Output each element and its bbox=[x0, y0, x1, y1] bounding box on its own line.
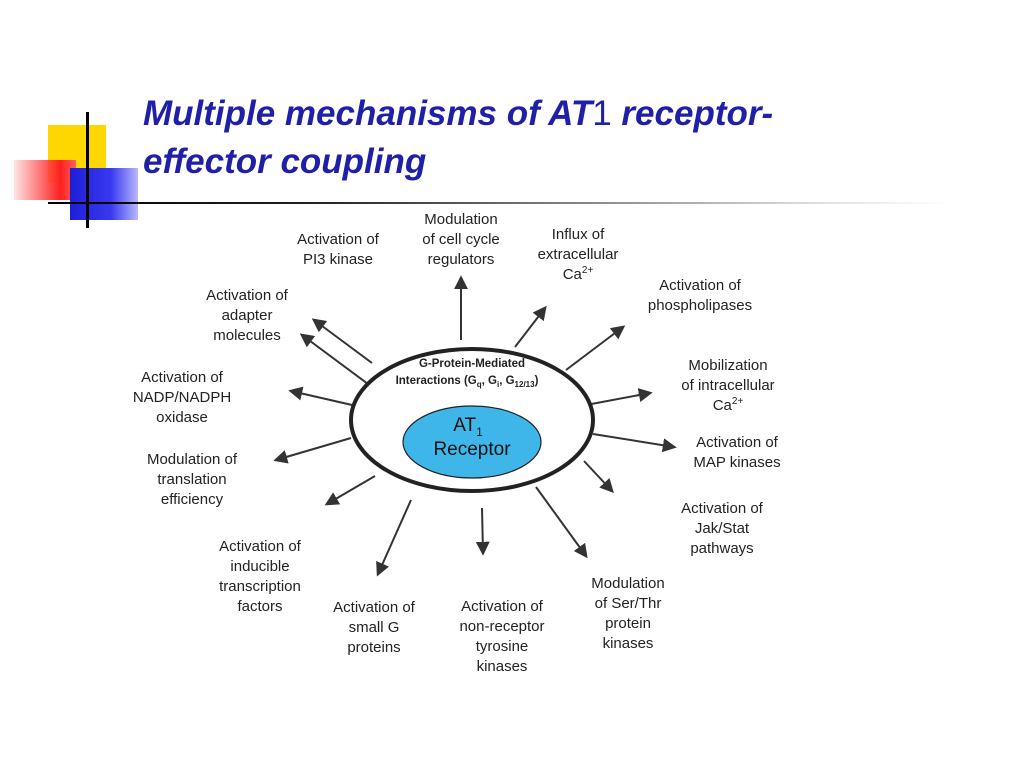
label-adapter: Activation of adapter molecules bbox=[206, 287, 288, 344]
arrow-translation bbox=[273, 437, 352, 464]
label-pi3-kinase: Activation of PI3 kinase bbox=[297, 231, 379, 268]
at1-label: AT1 bbox=[453, 415, 483, 439]
slide-title: Multiple mechanisms of AT1 receptor- eff… bbox=[143, 90, 1003, 186]
receptor-label: Receptor bbox=[433, 439, 511, 460]
label-small-g: Activation of small G proteins bbox=[333, 599, 415, 656]
label-nadph: Activation of NADP/NADPH oxidase bbox=[132, 369, 232, 426]
label-non-receptor: Activation of non-receptor tyrosine kina… bbox=[459, 598, 545, 675]
g-protein-label-line1: G-Protein-Mediated bbox=[419, 358, 525, 370]
arrow-influx-ca bbox=[514, 305, 547, 348]
arrow-non-receptor bbox=[475, 507, 490, 556]
arrow-small-g bbox=[376, 499, 412, 577]
title-line-1: Multiple mechanisms of AT1 receptor- bbox=[143, 94, 774, 133]
title-underline bbox=[48, 202, 948, 204]
arrow-pi3-kinase bbox=[311, 318, 373, 364]
arrow-group bbox=[273, 275, 677, 577]
label-mobilization-ca: Mobilization of intracellular Ca2+ bbox=[681, 357, 775, 414]
arrow-nadph bbox=[288, 386, 353, 406]
arrow-ser-thr bbox=[535, 486, 588, 559]
label-translation: Modulation of translation efficiency bbox=[146, 451, 238, 508]
decor-red-bar bbox=[14, 160, 76, 200]
arrow-jak-stat bbox=[583, 460, 614, 494]
arrow-adapter bbox=[299, 333, 369, 385]
decor-vertical-line bbox=[86, 112, 89, 228]
label-cell-cycle: Modulation of cell cycle regulators bbox=[422, 211, 500, 268]
decor-blue-square bbox=[70, 168, 138, 220]
label-transcription: Activation of inducible transcription fa… bbox=[219, 538, 301, 615]
title-line-2: effector coupling bbox=[143, 142, 427, 181]
label-influx-ca: Influx of extracellular Ca2+ bbox=[537, 226, 619, 283]
arrow-map-kinases bbox=[592, 433, 677, 453]
arrow-phospholipases bbox=[565, 325, 626, 371]
arrow-transcription bbox=[324, 475, 376, 506]
arrow-mobilization-ca bbox=[585, 388, 653, 406]
label-ser-thr: Modulation of Ser/Thr protein kinases bbox=[591, 575, 665, 652]
g-protein-label-line2: Interactions (Gq, Gi, G12/13) bbox=[396, 375, 539, 389]
label-map-kinases: Activation of MAP kinases bbox=[693, 434, 781, 471]
label-phospholipases: Activation of phospholipases bbox=[647, 277, 753, 314]
label-jak-stat: Activation of Jak/Stat pathways bbox=[681, 500, 763, 557]
at1-receptor-ellipse bbox=[402, 405, 542, 479]
